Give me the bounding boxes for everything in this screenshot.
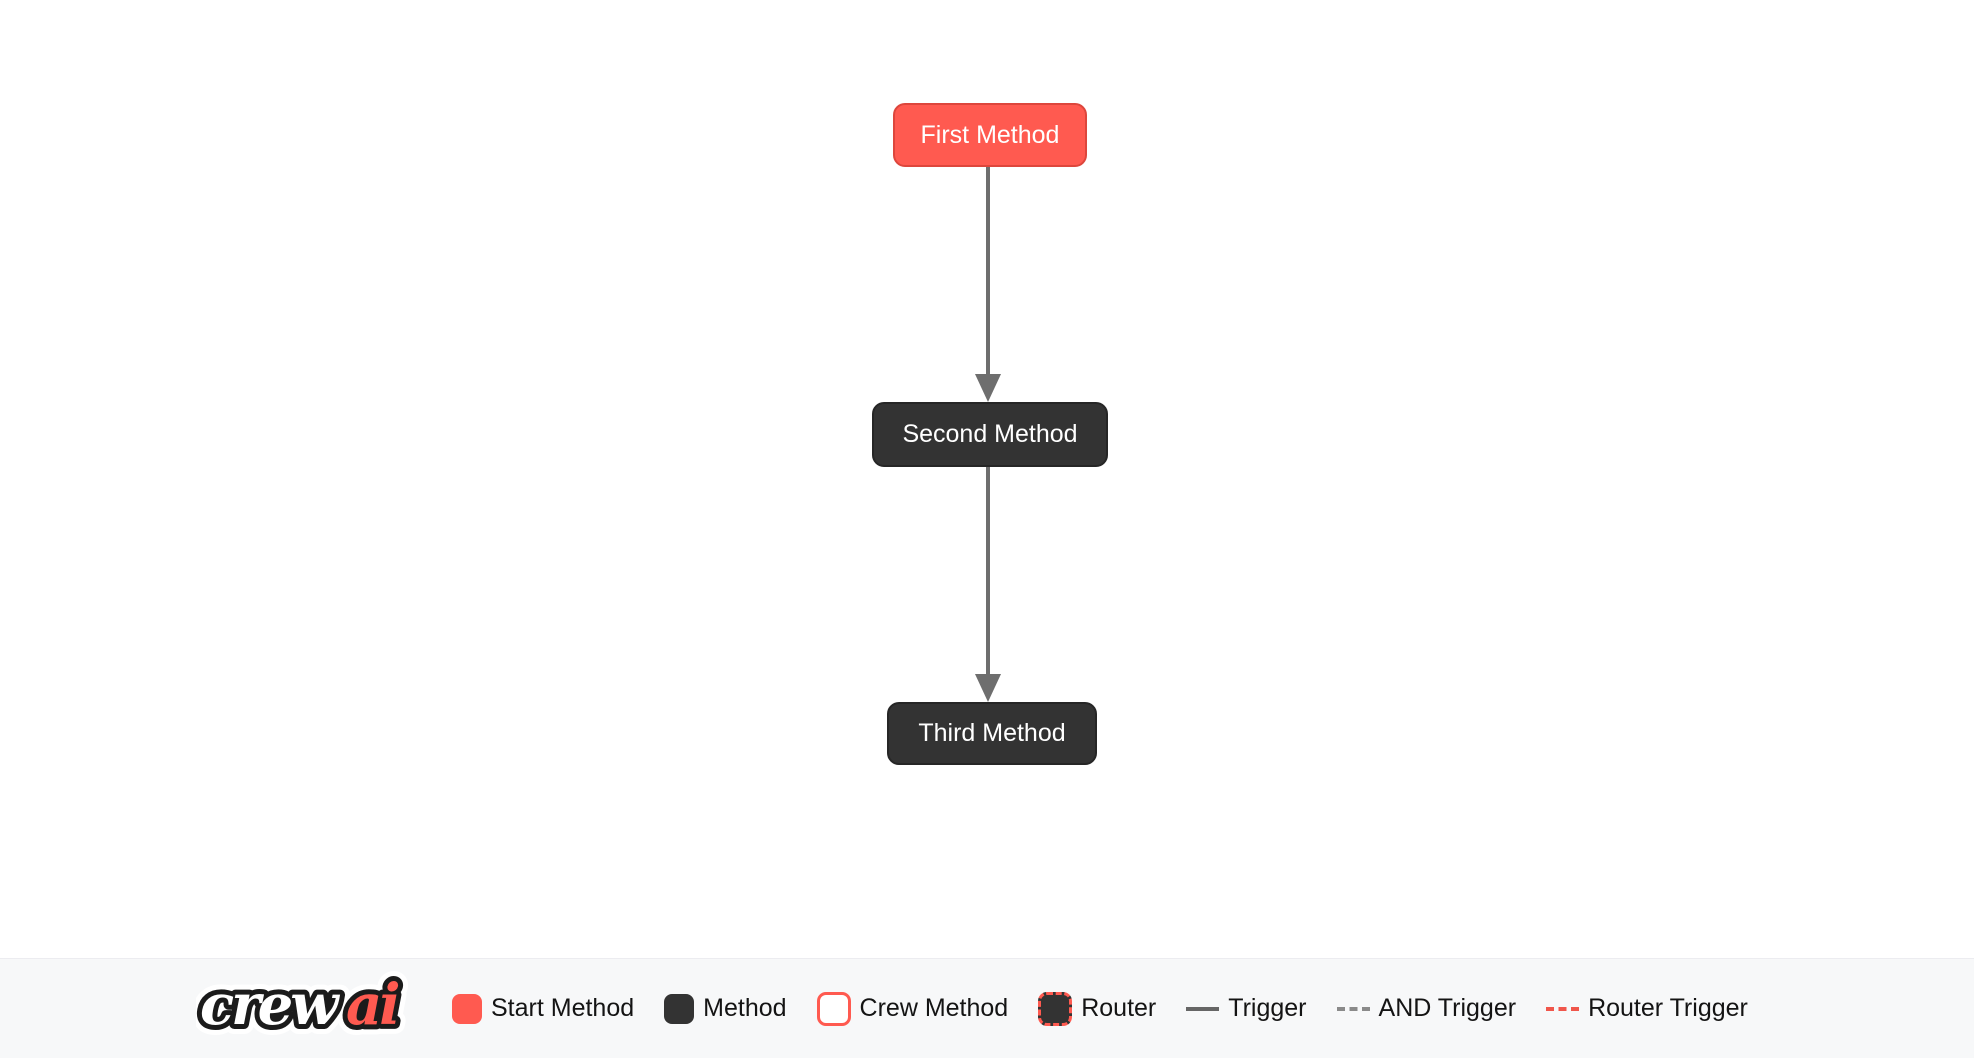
- legend-item-and-trigger: AND Trigger: [1336, 994, 1517, 1023]
- node-label: Third Method: [918, 719, 1066, 747]
- legend-bar: crew ai crew ai Start Method Method Crew…: [0, 958, 1974, 1058]
- legend-item-router-trigger: Router Trigger: [1546, 994, 1748, 1023]
- legend-item-trigger: Trigger: [1186, 994, 1307, 1023]
- logo-text-crew: crew: [200, 972, 340, 1038]
- crewai-logo: crew ai crew ai: [190, 962, 432, 1053]
- start-method-swatch-icon: [452, 993, 482, 1024]
- legend-item-method: Method: [664, 993, 787, 1024]
- edge-trigger-1: [986, 166, 990, 374]
- legend-item-crew-method: Crew Method: [816, 991, 1009, 1026]
- logo-text-ai: ai: [346, 972, 398, 1038]
- node-label: First Method: [920, 120, 1060, 149]
- flow-node-first-method[interactable]: First Method: [893, 103, 1087, 167]
- flow-node-second-method[interactable]: Second Method: [872, 402, 1108, 467]
- legend-item-router: Router: [1038, 991, 1157, 1026]
- legend-label: Start Method: [491, 994, 635, 1022]
- legend-label: AND Trigger: [1378, 994, 1517, 1022]
- arrowhead-icon: [975, 674, 1001, 702]
- flow-node-third-method[interactable]: Third Method: [887, 702, 1097, 765]
- legend-items: Start Method Method Crew Method Router T…: [452, 991, 1748, 1026]
- router-swatch-icon: [1038, 991, 1073, 1026]
- router-trigger-line-icon: [1546, 1006, 1580, 1011]
- legend-label: Method: [703, 994, 787, 1022]
- logo-text-crew-halo: crew: [200, 972, 340, 1038]
- legend-item-start-method: Start Method: [452, 993, 635, 1024]
- node-label: Second Method: [902, 420, 1078, 448]
- legend-label: Router: [1081, 994, 1157, 1022]
- legend-label: Router Trigger: [1588, 994, 1748, 1022]
- arrowhead-icon: [975, 374, 1001, 402]
- method-swatch-icon: [664, 993, 695, 1024]
- and-trigger-line-icon: [1336, 1006, 1370, 1011]
- crew-method-swatch-icon: [816, 991, 851, 1026]
- legend-label: Trigger: [1228, 994, 1307, 1022]
- edge-trigger-2: [986, 466, 990, 674]
- legend-label: Crew Method: [859, 994, 1009, 1022]
- trigger-line-icon: [1186, 1006, 1220, 1011]
